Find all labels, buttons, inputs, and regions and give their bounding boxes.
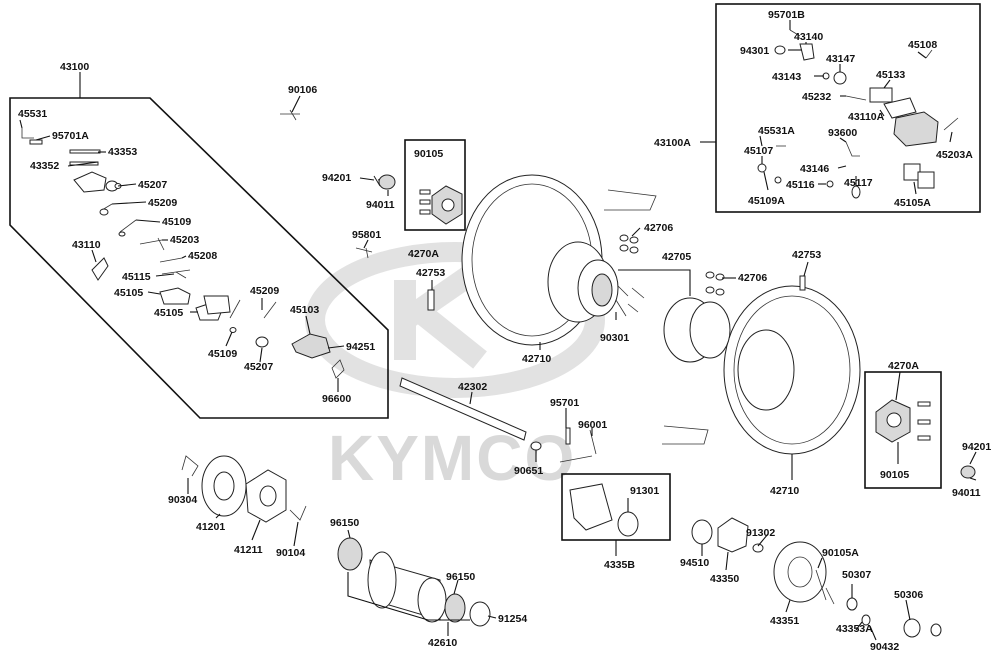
- label-45203A: 45203A: [936, 149, 973, 161]
- label-96001: 96001: [578, 419, 607, 431]
- label-90105A: 90105A: [822, 547, 859, 559]
- label-4270A: 4270A: [408, 248, 439, 260]
- label-43353A: 43353A: [836, 623, 873, 635]
- label-43143: 43143: [772, 71, 801, 83]
- wheel-nuts: [615, 234, 806, 317]
- label-93600: 93600: [828, 127, 857, 139]
- label-43100A: 43100A: [654, 137, 691, 149]
- label-43100: 43100: [60, 61, 89, 73]
- label-45203: 45203: [170, 234, 199, 246]
- label-45103: 45103: [290, 304, 319, 316]
- label-94201: 94201: [322, 172, 351, 184]
- caliper-43100A-frame: [715, 3, 981, 213]
- brake-disc-parts: [569, 483, 942, 638]
- label-94251: 94251: [346, 341, 375, 353]
- hub-right-parts: [875, 399, 976, 479]
- label-42710: 42710: [522, 353, 551, 365]
- label-42753: 42753: [416, 267, 445, 279]
- label-45117: 45117: [844, 177, 873, 189]
- label-42753-b: 42753: [792, 249, 821, 261]
- label-45109A: 45109A: [748, 195, 785, 207]
- label-43351: 43351: [770, 615, 799, 627]
- label-96600: 96600: [322, 393, 351, 405]
- label-95801: 95801: [352, 229, 381, 241]
- label-90105: 90105: [414, 148, 443, 160]
- rear-wheel: [662, 285, 861, 455]
- label-4335B: 4335B: [604, 559, 635, 571]
- label-45108: 45108: [908, 39, 937, 51]
- label-45109-b: 45109: [208, 348, 237, 360]
- label-43140: 43140: [794, 31, 823, 43]
- hub-top-parts: [280, 109, 463, 311]
- label-42706: 42706: [644, 222, 673, 234]
- label-4270A-b: 4270A: [888, 360, 919, 372]
- label-45208: 45208: [188, 250, 217, 262]
- label-41211: 41211: [234, 544, 263, 556]
- label-43110A: 43110A: [848, 111, 885, 123]
- label-91302: 91302: [746, 527, 775, 539]
- label-95701A: 95701A: [52, 130, 89, 142]
- label-95701: 95701: [550, 397, 579, 409]
- label-90106: 90106: [288, 84, 317, 96]
- watermark-text: KYMCO: [328, 422, 576, 494]
- label-90105-b: 90105: [880, 469, 909, 481]
- label-45209: 45209: [148, 197, 177, 209]
- front-wheel: [461, 174, 657, 346]
- label-95701B: 95701B: [768, 9, 805, 21]
- label-45531: 45531: [18, 108, 47, 120]
- label-94510: 94510: [680, 557, 709, 569]
- label-90304: 90304: [168, 494, 197, 506]
- caliper-assembly-frame: [9, 97, 389, 419]
- label-45209-b: 45209: [250, 285, 279, 297]
- label-43147: 43147: [826, 53, 855, 65]
- label-42705: 42705: [662, 251, 691, 263]
- label-94011-b: 94011: [952, 487, 981, 499]
- hub-4270A-right-frame: [864, 371, 942, 489]
- label-43350: 43350: [710, 573, 739, 585]
- label-45107: 45107: [744, 145, 773, 157]
- label-43352: 43352: [30, 160, 59, 172]
- hub-4270A-top-frame: [404, 139, 466, 231]
- label-43110: 43110: [72, 239, 101, 251]
- label-96150-b: 96150: [446, 571, 475, 583]
- leader-lines: [19, 20, 977, 641]
- label-45109: 45109: [162, 216, 191, 228]
- label-90651: 90651: [514, 465, 543, 477]
- label-45116: 45116: [786, 179, 815, 191]
- label-90104: 90104: [276, 547, 305, 559]
- label-42710-b: 42710: [770, 485, 799, 497]
- label-42706-b: 42706: [738, 272, 767, 284]
- label-50307: 50307: [842, 569, 871, 581]
- label-91301: 91301: [630, 485, 659, 497]
- label-41201: 41201: [196, 521, 225, 533]
- label-94011: 94011: [366, 199, 395, 211]
- drive-parts: [181, 455, 491, 627]
- label-91254: 91254: [498, 613, 527, 625]
- label-42302: 42302: [458, 381, 487, 393]
- label-45207-b: 45207: [244, 361, 273, 373]
- caliper-assembly-parts: [21, 128, 345, 379]
- label-50306: 50306: [894, 589, 923, 601]
- label-43353: 43353: [108, 146, 137, 158]
- label-45133: 45133: [876, 69, 905, 81]
- rear-axle: [399, 377, 597, 463]
- label-45232: 45232: [802, 91, 831, 103]
- kymco-watermark: KYMCO: [305, 242, 605, 494]
- label-90432: 90432: [870, 641, 899, 653]
- label-43146: 43146: [800, 163, 829, 175]
- label-90301: 90301: [600, 332, 629, 344]
- label-94301: 94301: [740, 45, 769, 57]
- label-96150: 96150: [330, 517, 359, 529]
- label-45105: 45105: [114, 287, 143, 299]
- caliper-43100A-parts: [757, 29, 959, 199]
- part-labels: 43100 45531 95701A 43353 43352 45207 452…: [18, 9, 991, 653]
- label-45115: 45115: [122, 271, 151, 283]
- label-45105A: 45105A: [894, 197, 931, 209]
- label-42610: 42610: [428, 637, 457, 649]
- label-45531A: 45531A: [758, 125, 795, 137]
- label-45207: 45207: [138, 179, 167, 191]
- label-45105-b: 45105: [154, 307, 183, 319]
- label-94201-b: 94201: [962, 441, 991, 453]
